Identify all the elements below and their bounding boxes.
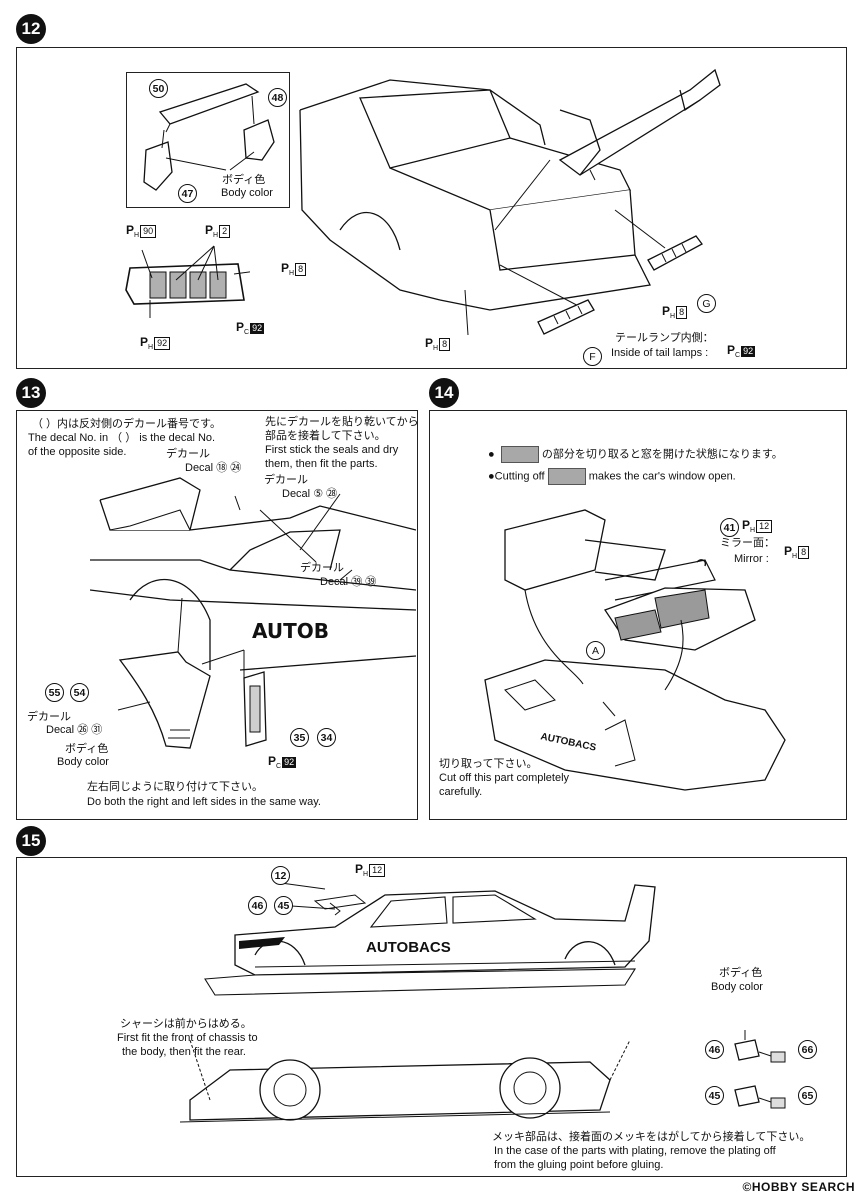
mirror-part-66: 66 [798, 1040, 817, 1059]
step-14-cut-en: ●Cutting off makes the car's window open… [488, 468, 736, 485]
step-15-body-text: AUTOBACS [366, 939, 451, 956]
label-G: G [697, 294, 716, 313]
decal-c-jp: デカール [300, 562, 344, 574]
tail-lamp-drawing [125, 245, 250, 318]
part-34: 34 [317, 728, 336, 747]
step-14-bottom-en1: Cut off this part completely [439, 772, 570, 784]
part-46-step15: 46 [248, 896, 267, 915]
plating-en2: from the gluing point before gluing. [494, 1159, 664, 1171]
label-F: F [583, 347, 602, 366]
decal-b-jp: デカール [264, 474, 308, 486]
step-13-note-jp: （ ）内は反対側のデカール番号です。 [32, 418, 221, 430]
step-14-bottom-jp: 切り取って下さい。 [439, 758, 538, 770]
part-48: 48 [268, 88, 287, 107]
step-13-sides-en: Do both the right and left sides in the … [87, 796, 321, 808]
decal-a-jp: デカール [166, 448, 210, 460]
step-12-color-en: Body color [221, 187, 273, 199]
step-14-interior-drawing [484, 509, 786, 791]
step-13-first-jp2: 部品を接着して下さい。 [265, 430, 386, 442]
part-55: 55 [45, 683, 64, 702]
step-15-color-en: Body color [711, 981, 763, 993]
step-13-first-en1: First stick the seals and dry [265, 444, 399, 456]
step-15-car-drawing [204, 882, 656, 996]
step-13-fender-drawing [117, 597, 267, 749]
step-13-badge: 13 [16, 378, 46, 408]
step-13-color-jp: ボディ色 [65, 743, 109, 755]
step-14-badge: 14 [429, 378, 459, 408]
step-13-sides-jp: 左右同じように取り付けて下さい。 [87, 781, 263, 793]
decal-d-jp: デカール [27, 711, 71, 723]
chassis-en2: the body, then fit the rear. [122, 1046, 246, 1058]
tail-lamp-inside-en: Inside of tail lamps : [611, 347, 709, 359]
step-12-spoiler-parts-drawing [143, 83, 275, 191]
tail-lamp-F-drawing [537, 299, 595, 335]
mirror-part-65: 65 [798, 1086, 817, 1105]
chassis-drawing [179, 1040, 631, 1123]
step-13-first-jp1: 先にデカールを貼り乾いてから [265, 416, 419, 428]
part-50: 50 [149, 79, 168, 98]
decal-d-en: Decal ㉖ ㉛ [46, 724, 103, 736]
mirror-part-46: 46 [705, 1040, 724, 1059]
step-14-cut-jp: ● の部分を切り取ると窓を開けた状態になります。 [488, 446, 783, 463]
tail-lamp-inside-jp: テールランプ内側： [615, 332, 714, 344]
watermark: ©HOBBY SEARCH [742, 1180, 855, 1194]
step-15-color-jp: ボディ色 [719, 967, 763, 979]
step-12-color-jp: ボディ色 [222, 174, 266, 186]
decal-b-en: Decal ⑤ ㉘ [282, 488, 338, 500]
plating-jp: メッキ部品は、接着面のメッキをはがしてから接着して下さい。 [492, 1131, 811, 1143]
label-A: A [586, 641, 605, 660]
plating-en1: In the case of the parts with plating, r… [494, 1145, 776, 1157]
step-13-note-en1: The decal No. in （ ） is the decal No. [28, 432, 216, 444]
mirror-jp: ミラー面： [720, 537, 775, 549]
mirror-en: Mirror : [734, 553, 769, 565]
mirror-part-45: 45 [705, 1086, 724, 1105]
step-13-car-side-drawing [90, 477, 416, 671]
part-54: 54 [70, 683, 89, 702]
step-12-car-rear-drawing [299, 68, 721, 336]
chassis-jp: シャーシは前からはめる。 [120, 1018, 252, 1030]
part-41: 41 [720, 518, 739, 537]
decal-a-en: Decal ⑱ ㉔ [185, 462, 242, 474]
part-45-step15: 45 [274, 896, 293, 915]
part-35: 35 [290, 728, 309, 747]
step-13-color-en: Body color [57, 756, 109, 768]
tail-lamp-G-drawing [647, 235, 703, 271]
step-13-first-en2: them, then fit the parts. [265, 458, 378, 470]
step-13-panel [16, 410, 418, 820]
step-13-note-en2: of the opposite side. [28, 446, 127, 458]
step-15-badge: 15 [16, 826, 46, 856]
chassis-en1: First fit the front of chassis to [117, 1032, 258, 1044]
part-12: 12 [271, 866, 290, 885]
step-13-body-text: AUTOB [252, 619, 329, 643]
part-47: 47 [178, 184, 197, 203]
mirror-parts-drawing [734, 1030, 786, 1109]
step-12-badge: 12 [16, 14, 46, 44]
step-14-bottom-en2: carefully. [439, 786, 483, 798]
